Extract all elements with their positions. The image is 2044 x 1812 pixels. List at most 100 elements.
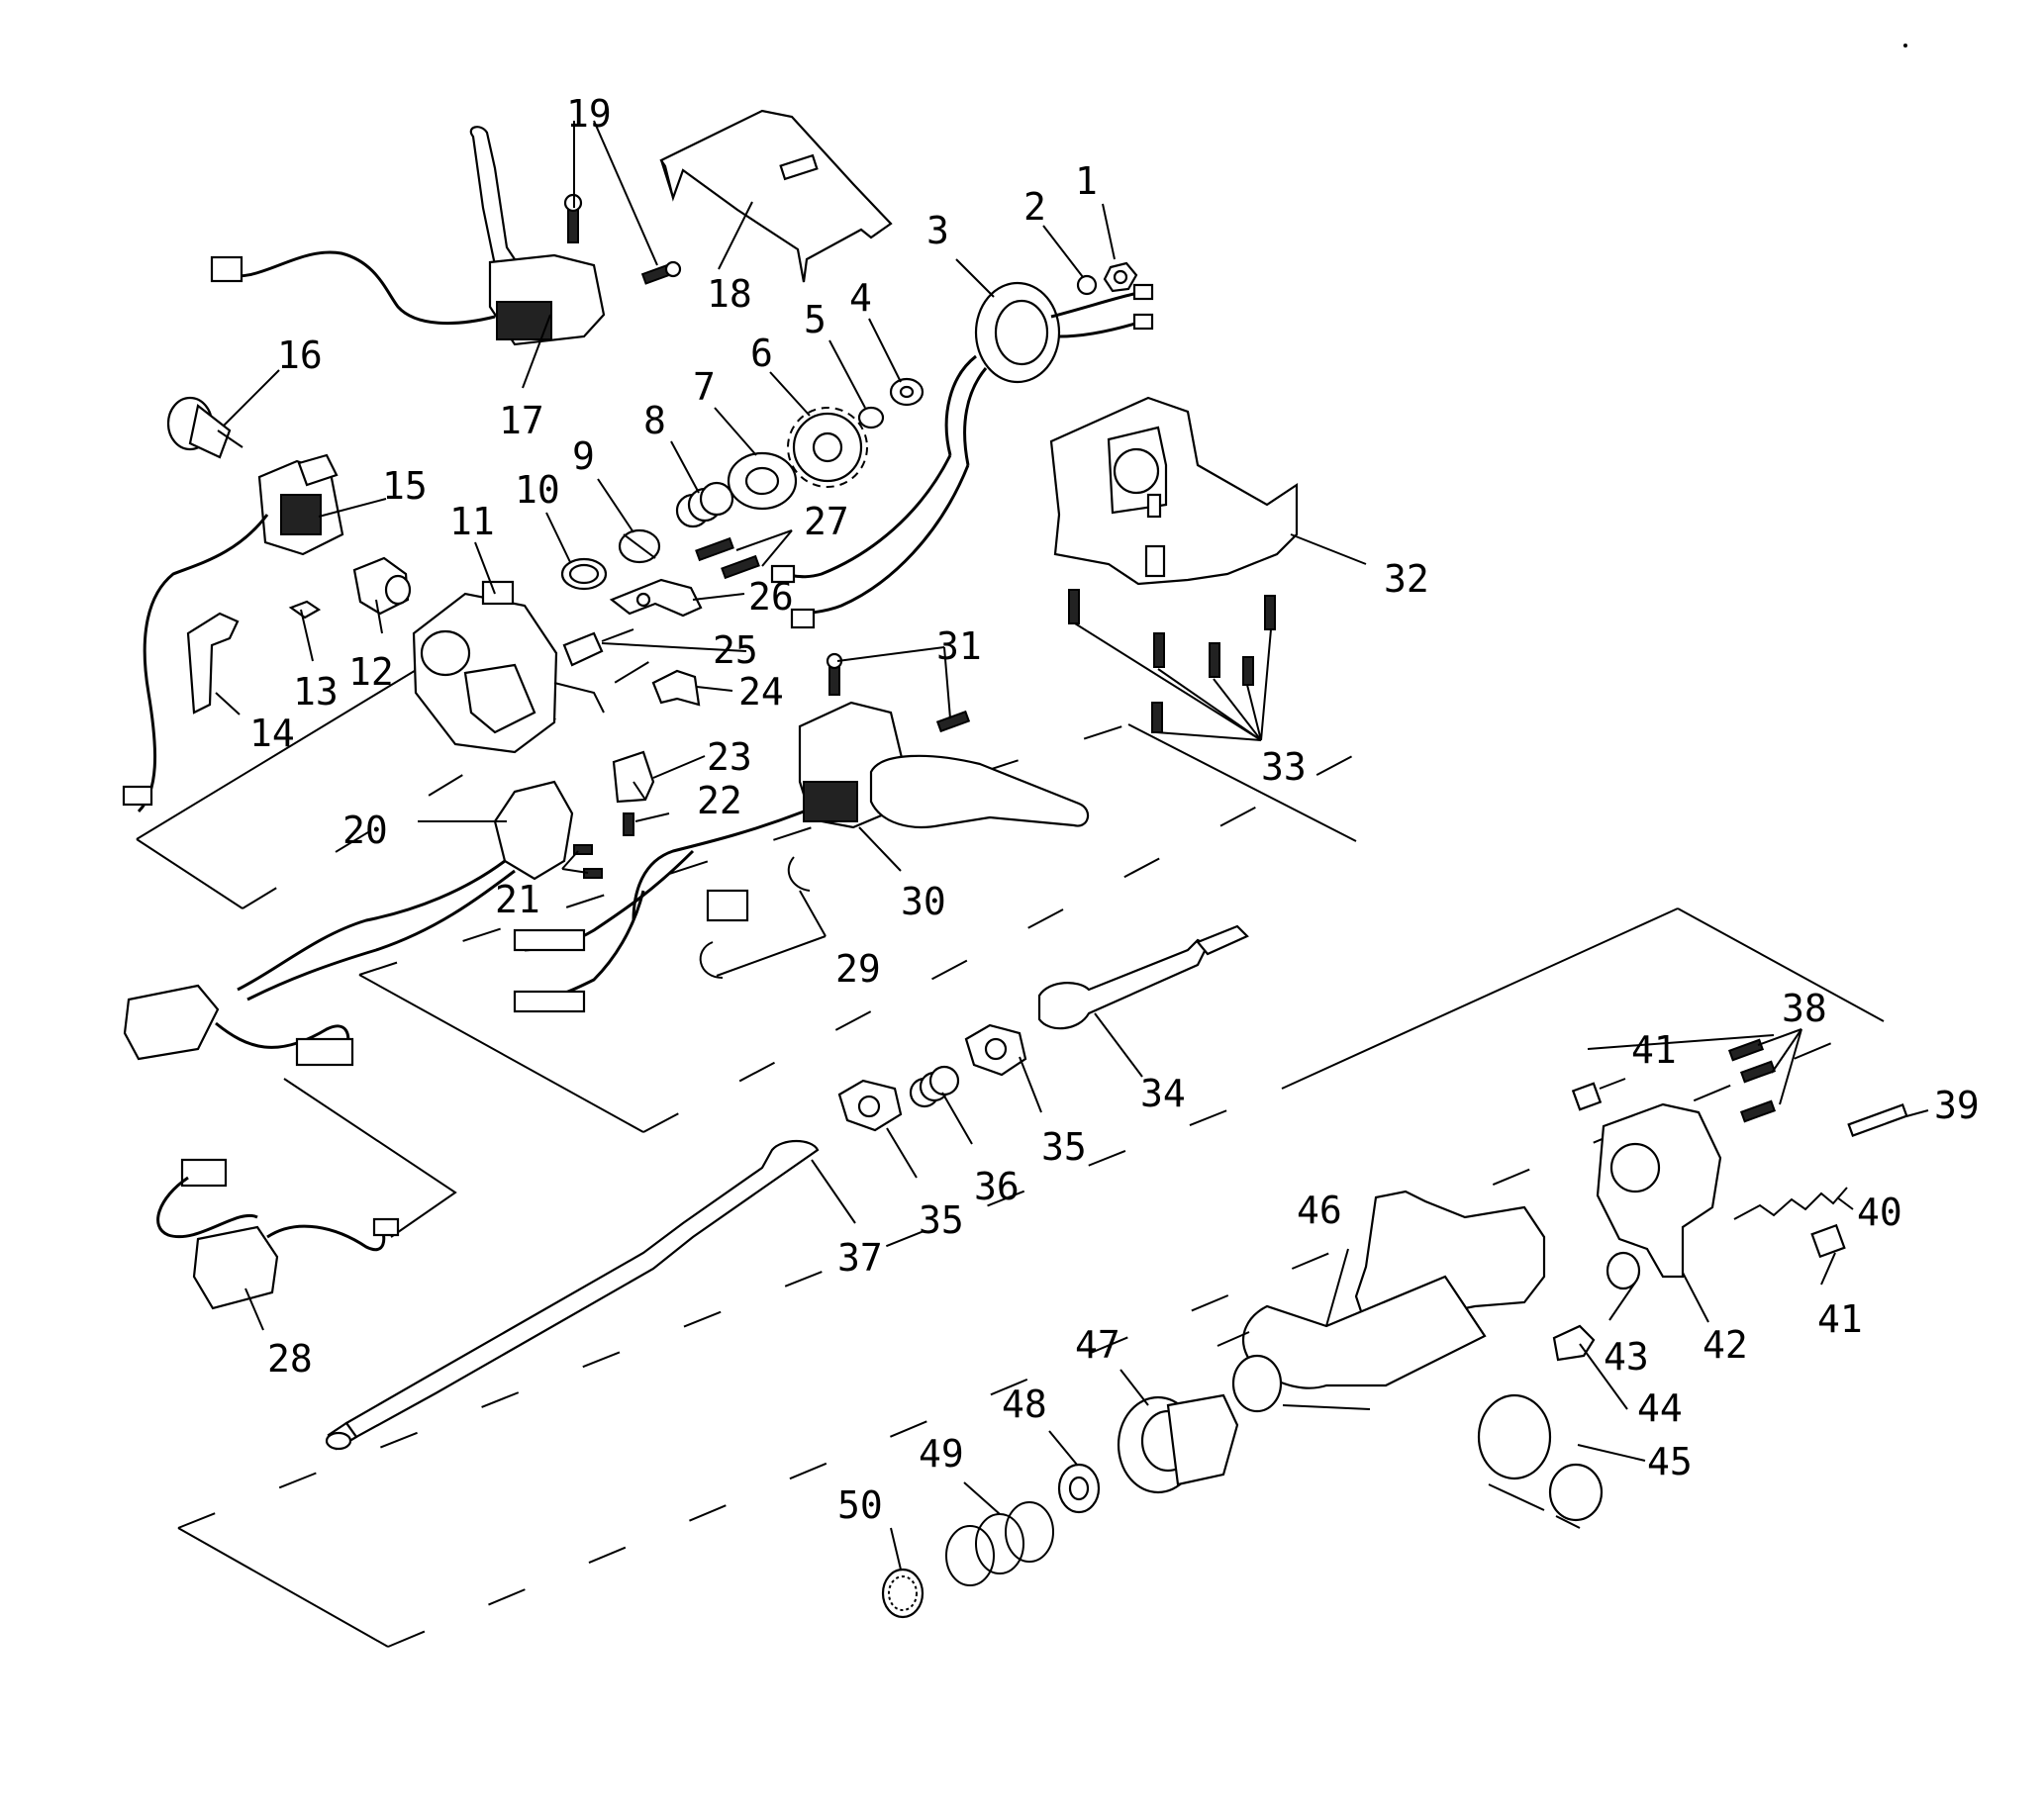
snap-rings-29 xyxy=(699,856,811,979)
callout-8: 8 xyxy=(643,399,666,442)
spring-36 xyxy=(909,1065,960,1108)
callout-7: 7 xyxy=(693,365,716,409)
callout-48: 48 xyxy=(1002,1383,1047,1426)
callout-20: 20 xyxy=(342,809,388,852)
leader-lines xyxy=(215,120,1929,1571)
clockspring-3 xyxy=(944,281,1154,466)
screws-21 xyxy=(573,844,603,879)
tilt-housing-42 xyxy=(1596,1102,1722,1279)
callout-32: 32 xyxy=(1384,557,1429,601)
screws-31 xyxy=(826,652,971,733)
callout-24: 24 xyxy=(738,670,784,714)
bearing-stack xyxy=(560,377,925,591)
spring-washer-35-36 xyxy=(837,1023,1027,1132)
callout-18: 18 xyxy=(707,272,752,316)
callout-39: 39 xyxy=(1934,1084,1980,1127)
callout-37: 37 xyxy=(837,1236,883,1280)
pin-39 xyxy=(1847,1103,1908,1137)
callout-42: 42 xyxy=(1703,1323,1748,1367)
lock-cylinder-15 xyxy=(122,453,344,813)
connector-28 xyxy=(156,1158,400,1310)
callout-50: 50 xyxy=(837,1483,883,1527)
bushing-41-upper xyxy=(1571,1082,1603,1111)
callout-46: 46 xyxy=(1297,1189,1342,1232)
bushing-48 xyxy=(1057,1463,1101,1514)
callout-labels: 1 2 3 4 5 6 7 8 9 10 11 12 13 14 15 16 1… xyxy=(249,92,1980,1527)
callout-45: 45 xyxy=(1647,1440,1693,1483)
spring-8 xyxy=(675,481,734,528)
callout-44: 44 xyxy=(1637,1386,1683,1430)
tilt-housing-group xyxy=(1477,1038,1908,1529)
bushing-43 xyxy=(1606,1251,1641,1290)
callout-10: 10 xyxy=(515,468,560,512)
screws-27 xyxy=(695,536,760,580)
gear-6 xyxy=(787,407,868,488)
callout-1: 1 xyxy=(1075,159,1098,203)
lower-shroud-32 xyxy=(1049,396,1299,586)
callout-38: 38 xyxy=(1782,987,1827,1030)
harness-wires xyxy=(770,454,970,629)
washer-5 xyxy=(857,406,885,429)
callout-41-upper: 41 xyxy=(1631,1028,1677,1072)
callout-41-lower: 41 xyxy=(1817,1297,1863,1341)
callout-2: 2 xyxy=(1023,185,1046,229)
callout-16: 16 xyxy=(277,334,323,377)
callout-12: 12 xyxy=(348,650,394,694)
callout-5: 5 xyxy=(804,298,827,341)
spring-40 xyxy=(1733,1187,1848,1220)
callout-28: 28 xyxy=(267,1337,313,1381)
callout-21: 21 xyxy=(495,878,540,921)
callout-35-lower: 35 xyxy=(919,1198,964,1242)
screws-33 xyxy=(1068,589,1276,733)
bushing-41-lower xyxy=(1810,1223,1846,1259)
spring-49 xyxy=(945,1501,1054,1586)
callout-35-upper: 35 xyxy=(1041,1125,1087,1169)
callout-11: 11 xyxy=(449,500,495,543)
callout-14: 14 xyxy=(249,712,295,755)
jacket-46 xyxy=(1217,1190,1546,1413)
callout-26: 26 xyxy=(748,575,794,619)
callout-4: 4 xyxy=(849,276,872,320)
callout-3: 3 xyxy=(926,209,949,252)
upper-shroud-18 xyxy=(659,109,893,283)
clip-24 xyxy=(651,669,701,707)
callout-15: 15 xyxy=(382,464,428,508)
callout-23: 23 xyxy=(707,735,752,779)
turn-signal-switch-30 xyxy=(513,701,1090,1013)
bracket-13 xyxy=(288,600,322,620)
corner-dot xyxy=(1903,44,1907,48)
callout-49: 49 xyxy=(919,1432,964,1476)
callout-36: 36 xyxy=(974,1165,1020,1208)
spacer-23 xyxy=(612,750,655,804)
wiper-switch-17 xyxy=(210,126,606,346)
ignition-bezel-16 xyxy=(166,396,243,459)
clip-44 xyxy=(1552,1324,1596,1362)
clip-14 xyxy=(186,612,240,715)
callout-31: 31 xyxy=(936,624,982,668)
lock-housing-11 xyxy=(412,580,605,754)
callout-29: 29 xyxy=(835,947,881,991)
callout-19: 19 xyxy=(566,92,612,136)
sleeve-47 xyxy=(1117,1393,1239,1494)
callout-17: 17 xyxy=(499,399,544,442)
callout-22: 22 xyxy=(697,779,742,822)
shaft-34 xyxy=(1037,924,1249,1030)
retainer-45 xyxy=(1477,1393,1604,1529)
callout-6: 6 xyxy=(750,332,773,375)
callout-30: 30 xyxy=(901,880,946,923)
callout-27: 27 xyxy=(804,500,849,543)
screw-22 xyxy=(623,812,634,836)
callout-25: 25 xyxy=(713,628,758,672)
callout-40: 40 xyxy=(1857,1191,1902,1234)
pin-25 xyxy=(562,628,634,667)
callout-47: 47 xyxy=(1075,1323,1120,1367)
callout-43: 43 xyxy=(1604,1335,1649,1379)
bracket-26 xyxy=(609,578,703,618)
group-outlines xyxy=(136,640,1885,1648)
callout-13: 13 xyxy=(293,670,339,714)
washer-2-nut-1 xyxy=(1076,261,1138,296)
callout-34: 34 xyxy=(1140,1072,1186,1115)
connector-20 xyxy=(123,780,574,1067)
cylinder-12 xyxy=(352,556,412,616)
